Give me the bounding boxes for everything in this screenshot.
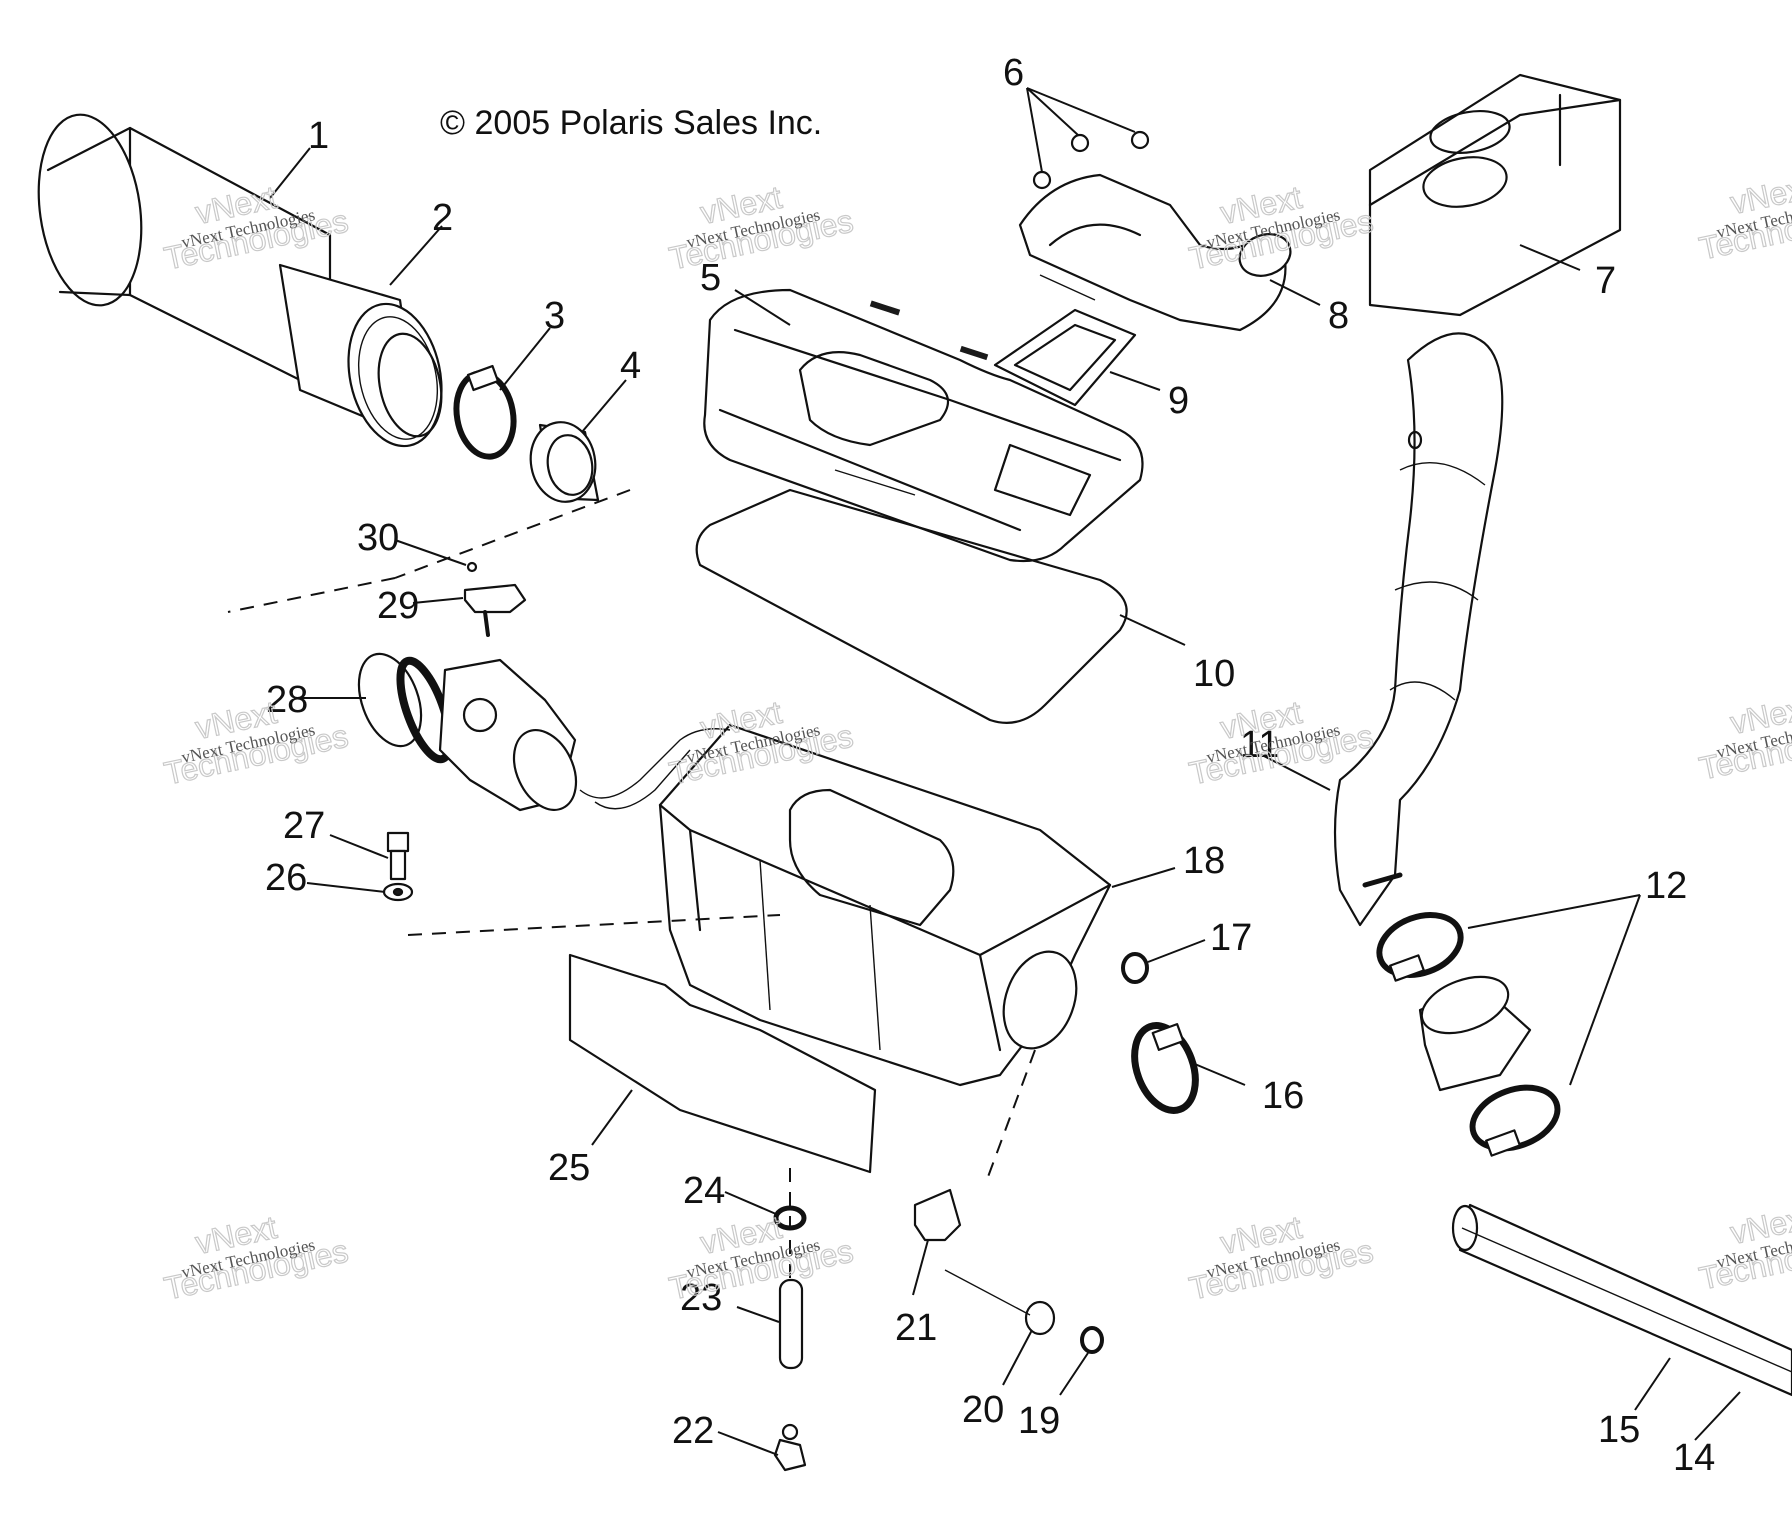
callout-1: 1 <box>308 115 329 157</box>
callout-27: 27 <box>283 805 325 847</box>
callout-numbers: 1 2 3 4 5 6 7 8 9 10 11 12 14 15 16 17 1… <box>265 52 1715 1479</box>
part-21-clip <box>913 1188 962 1242</box>
part-5-airbox-lid <box>703 288 1144 563</box>
part-16-clamp <box>1131 1022 1199 1114</box>
callout-3: 3 <box>544 295 565 337</box>
part-17-clamp <box>1121 952 1149 984</box>
part-26-washer <box>382 882 414 902</box>
callout-14: 14 <box>1673 1437 1715 1479</box>
callout-17: 17 <box>1210 917 1252 959</box>
callout-4: 4 <box>620 345 641 387</box>
part-22-fitting <box>773 1423 807 1472</box>
callout-2: 2 <box>432 197 453 239</box>
callout-12: 12 <box>1645 865 1687 907</box>
part-28-throttle-body <box>357 652 578 812</box>
callout-30: 30 <box>357 517 399 559</box>
connecting-hoses <box>579 728 1031 1316</box>
part-2-filter-element <box>278 263 443 448</box>
part-25-panel <box>568 953 877 1174</box>
part-10-seal <box>695 488 1128 724</box>
callout-16: 16 <box>1262 1075 1304 1117</box>
callout-15: 15 <box>1598 1409 1640 1451</box>
part-18-airbox-base <box>658 723 1112 1087</box>
copyright-text: © 2005 Polaris Sales Inc. <box>440 104 822 142</box>
part-20-cap <box>1024 1300 1056 1336</box>
callout-7: 7 <box>1595 260 1616 302</box>
part-19-clamp <box>1080 1326 1104 1354</box>
callout-11: 11 <box>1240 724 1279 766</box>
part-6-screws <box>1032 130 1150 190</box>
callout-8: 8 <box>1328 295 1349 337</box>
callout-18: 18 <box>1183 840 1225 882</box>
callout-28: 28 <box>266 679 308 721</box>
callout-20: 20 <box>962 1389 1004 1431</box>
callout-24: 24 <box>683 1170 725 1212</box>
callout-23: 23 <box>680 1277 722 1319</box>
part-7-cover <box>1368 73 1622 317</box>
callout-22: 22 <box>672 1410 714 1452</box>
callout-29: 29 <box>377 585 419 627</box>
part-30-screw <box>466 561 478 573</box>
part-14-15-tubes <box>1451 1203 1792 1397</box>
callout-19: 19 <box>1018 1400 1060 1442</box>
part-3-clamp <box>453 364 517 460</box>
callout-10: 10 <box>1193 653 1235 695</box>
part-9-gasket-plate <box>993 308 1137 407</box>
callout-26: 26 <box>265 857 307 899</box>
callout-6: 6 <box>1003 52 1024 94</box>
alignment-lines <box>227 489 1036 1280</box>
part-29-sensor <box>463 583 527 637</box>
part-23-drain-tube <box>778 1278 804 1370</box>
part-8-intake-duct <box>1018 173 1292 332</box>
callout-21: 21 <box>895 1307 937 1349</box>
part-12-clamps <box>1376 912 1561 1157</box>
part-27-bolt <box>386 831 410 881</box>
callout-25: 25 <box>548 1147 590 1189</box>
part-1-outer-filter <box>37 113 332 397</box>
callout-9: 9 <box>1168 380 1189 422</box>
leader-lines <box>269 87 1741 1456</box>
callout-5: 5 <box>700 257 721 299</box>
part-4-coupler <box>529 421 600 503</box>
part-11-intake-tube <box>1333 332 1504 927</box>
